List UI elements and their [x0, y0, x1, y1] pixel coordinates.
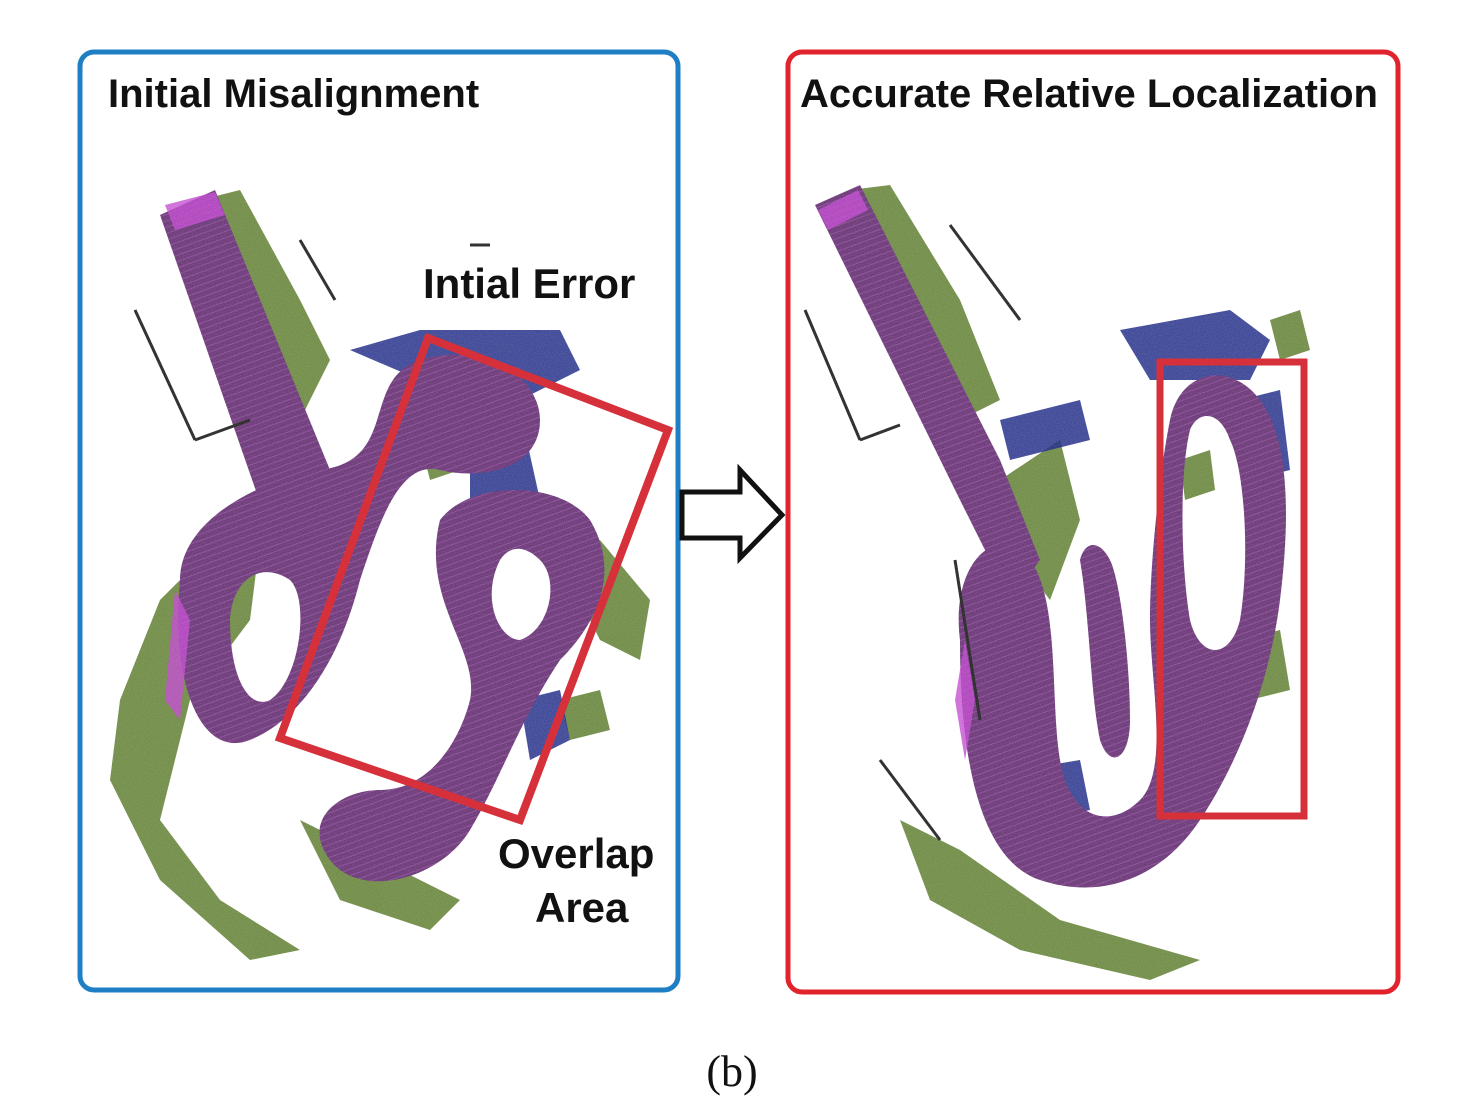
left-overlap-highlight-box	[274, 332, 674, 826]
initial-error-label: Intial Error	[423, 260, 635, 307]
figure-caption: (b)	[706, 1047, 757, 1096]
left-point-cloud-map	[100, 180, 670, 970]
overlap-area-label-line1: Overlap	[498, 830, 654, 877]
transition-arrow-icon	[679, 463, 786, 565]
left-panel: Initial Misalignment	[77, 49, 681, 993]
right-point-cloud-map	[800, 180, 1380, 980]
right-panel: Accurate Relative Localization	[785, 49, 1401, 995]
right-overlap-highlight-box	[1156, 358, 1308, 820]
left-panel-title: Initial Misalignment	[108, 72, 479, 116]
right-panel-title: Accurate Relative Localization	[800, 72, 1378, 116]
overlap-area-label-line2: Area	[535, 884, 629, 931]
